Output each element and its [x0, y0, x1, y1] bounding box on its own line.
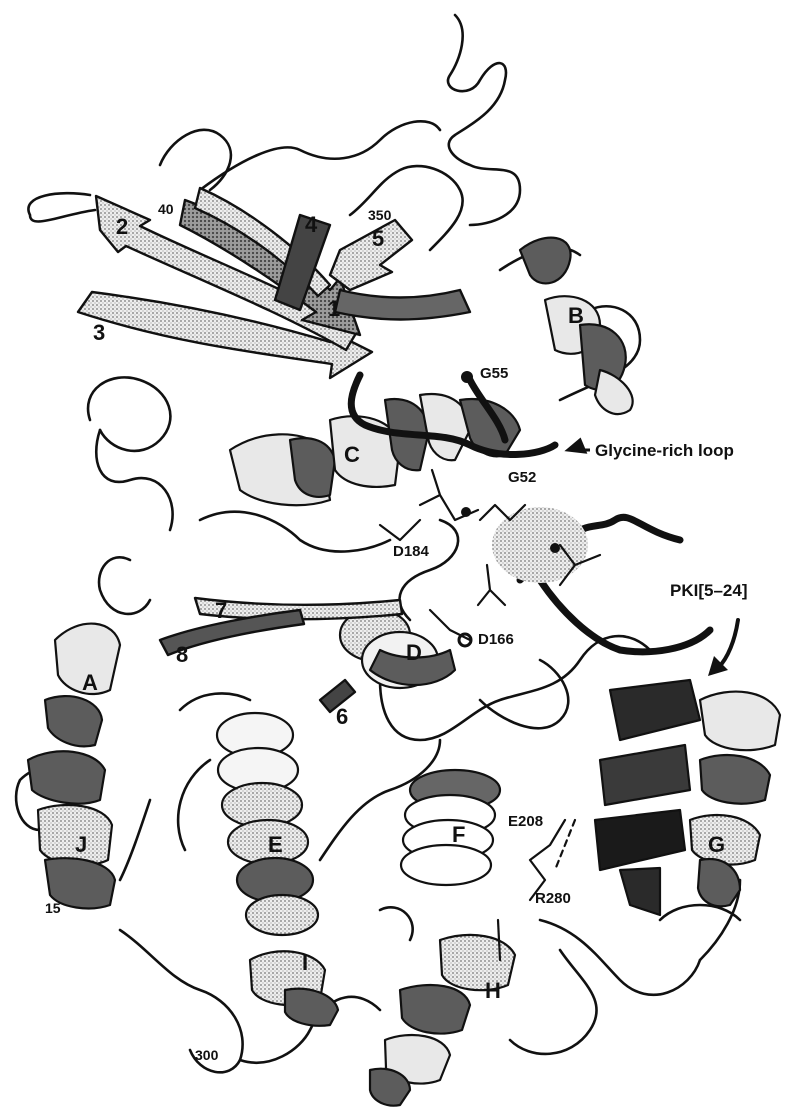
- pki-arrow: [718, 620, 738, 668]
- strand-label-3: 3: [93, 320, 105, 345]
- site-label-e208: E208: [508, 813, 543, 830]
- helix-label-f: F: [452, 822, 465, 847]
- pki-label: PKI[5–24]: [670, 581, 747, 600]
- g55-marker: [461, 371, 473, 383]
- residue-label-40: 40: [158, 201, 174, 217]
- beta-sheet-upper-lobe: [78, 188, 470, 378]
- helix-label-c: C: [344, 442, 360, 467]
- residue-label-300: 300: [195, 1047, 219, 1063]
- helix-e: [217, 713, 318, 935]
- strand-label-4: 4: [305, 212, 318, 237]
- helix-g: [690, 692, 780, 907]
- site-label-g55: G55: [480, 365, 508, 382]
- helix-h: [370, 935, 515, 1106]
- helix-d: [340, 609, 455, 688]
- helix-i: [250, 951, 338, 1025]
- helix-label-h: H: [485, 978, 501, 1003]
- strand-label-8: 8: [176, 642, 188, 667]
- residue-label-15: 15: [45, 900, 61, 916]
- helix-label-a: A: [82, 670, 98, 695]
- strand-label-1: 1: [328, 296, 340, 321]
- helix-label-g: G: [708, 832, 725, 857]
- helix-f: [401, 770, 500, 885]
- helix-label-b: B: [568, 303, 584, 328]
- strand-label-5: 5: [372, 226, 384, 251]
- site-label-d184: D184: [393, 543, 430, 560]
- helix-label-j: J: [75, 832, 87, 857]
- strand-label-2: 2: [116, 214, 128, 239]
- helix-label-d: D: [406, 640, 422, 665]
- glycine-loop-arrow: [568, 440, 590, 452]
- glycine-rich-loop-label: Glycine-rich loop: [595, 441, 734, 460]
- strand-label-7: 7: [215, 598, 227, 623]
- residue-label-350: 350: [368, 207, 392, 223]
- site-label-d166: D166: [478, 631, 514, 648]
- strand-5-arrow: [330, 220, 412, 290]
- site-label-g52: G52: [508, 469, 536, 486]
- helix-j: [28, 751, 115, 908]
- site-label-r280: R280: [535, 890, 571, 907]
- strand-label-6: 6: [336, 704, 348, 729]
- helix-label-e: E: [268, 832, 283, 857]
- coil-loops: [16, 15, 740, 1072]
- atp-site-stipple: [492, 507, 588, 583]
- helix-label-i: I: [302, 950, 308, 975]
